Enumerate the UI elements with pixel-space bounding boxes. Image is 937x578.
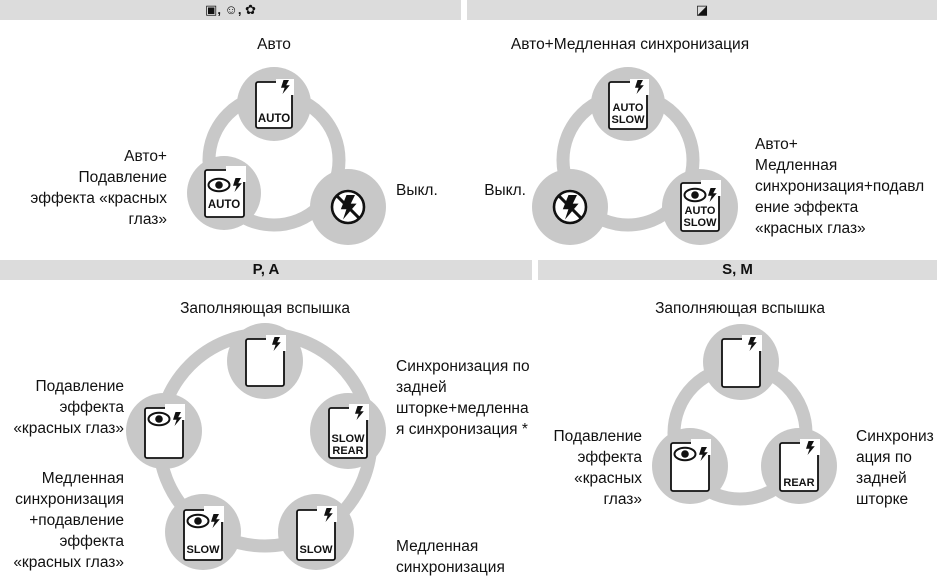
label-auto-slow: Авто+Медленная синхронизация bbox=[510, 36, 750, 53]
label-fill-flash: Заполняющая вспышка bbox=[655, 300, 825, 317]
mode-slow-sync: SLOW bbox=[278, 494, 354, 570]
header-pa: P, A bbox=[0, 260, 532, 280]
label-off: Выкл. bbox=[484, 182, 526, 199]
label-rear-curtain: Синхрониз ация по задней шторке bbox=[856, 428, 934, 508]
header-icon-row: ▣, ☺, ✿ bbox=[205, 2, 256, 17]
mode-auto: AUTO bbox=[237, 67, 311, 141]
badge-rear: REAR bbox=[783, 477, 814, 489]
label-rear-slow: Синхронизация по задней шторке+медленна … bbox=[396, 358, 530, 438]
badge-auto: AUTO bbox=[208, 199, 240, 211]
auto-scene-icon: ▣ bbox=[205, 2, 218, 17]
label-red-eye: Подавление эффекта «красных глаз» bbox=[13, 378, 124, 437]
red-eye-icon bbox=[186, 513, 210, 529]
label-red-eye: Подавление эффекта «красных глаз» bbox=[553, 428, 642, 508]
label-fill-flash: Заполняющая вспышка bbox=[180, 300, 350, 317]
label-auto-slow-red-eye: Авто+ Медленная синхронизация+подавл ени… bbox=[755, 136, 925, 237]
red-eye-icon bbox=[147, 411, 171, 427]
badge-slow: SLOW bbox=[300, 544, 334, 556]
mode-fill-flash bbox=[703, 324, 779, 400]
red-eye-icon bbox=[673, 446, 697, 462]
red-eye-icon bbox=[207, 177, 231, 193]
badge-slow: SLOW bbox=[187, 544, 221, 556]
mode-flash-off bbox=[532, 169, 608, 245]
flash-off-icon bbox=[552, 189, 588, 225]
night-portrait-icon: ◪ bbox=[695, 2, 709, 17]
mode-red-eye bbox=[126, 393, 202, 469]
child-icon: ☺ bbox=[224, 2, 238, 17]
auto-diagram: AUTO AUTO bbox=[187, 67, 386, 245]
badge-auto: AUTO bbox=[258, 113, 290, 125]
flash-off-icon bbox=[330, 189, 366, 225]
label-slow-sync: Медленная синхронизация bbox=[396, 538, 505, 576]
mode-slow-red-eye: SLOW bbox=[165, 494, 241, 570]
close-up-icon: ✿ bbox=[245, 2, 256, 17]
header-night-portrait: ◪ bbox=[467, 0, 937, 20]
mode-fill-flash bbox=[227, 323, 303, 399]
sm-diagram: REAR bbox=[652, 324, 837, 506]
label-slow-red-eye: Медленная синхронизация +подавление эффе… bbox=[13, 470, 124, 571]
header-sm: S, M bbox=[538, 260, 937, 280]
mode-auto-red-eye: AUTO bbox=[187, 156, 261, 230]
label-auto-red-eye: Авто+ Подавление эффекта «красных глаз» bbox=[30, 148, 167, 228]
mode-flash-off bbox=[310, 169, 386, 245]
label-off: Выкл. bbox=[396, 182, 438, 199]
red-eye-icon bbox=[683, 187, 707, 203]
label-auto: Авто bbox=[257, 36, 291, 53]
mode-red-eye bbox=[652, 428, 728, 504]
header-auto-modes: ▣, ☺, ✿ bbox=[0, 0, 461, 20]
mode-rear-curtain: REAR bbox=[761, 428, 837, 504]
